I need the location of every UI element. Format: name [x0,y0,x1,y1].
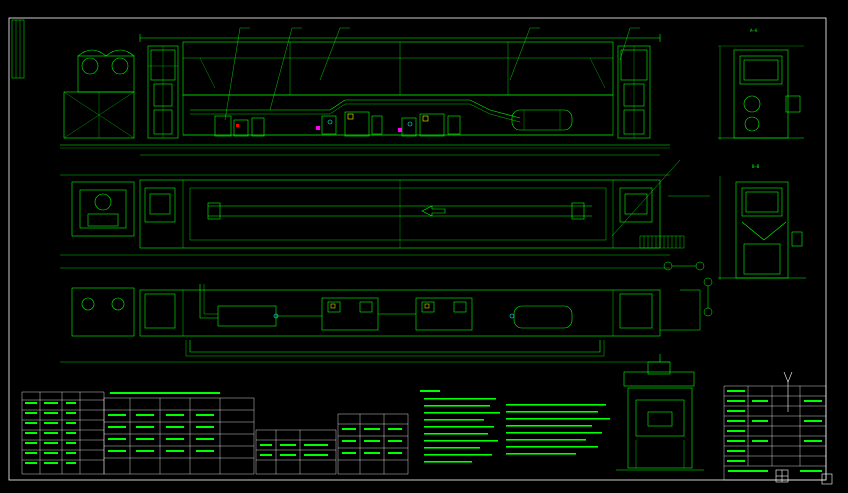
right-tower [617,45,651,139]
table-text-blocks [25,392,402,464]
piping-view [60,267,670,363]
filter-units [63,49,135,139]
stair-hatch [611,159,710,249]
section-a-view [718,45,804,140]
notes-blocks [420,390,610,463]
leader-lines-top [224,27,640,121]
title-block-text [727,390,822,472]
detail-view [616,354,704,471]
section-b-label: B—B [752,164,760,169]
machine-accents [236,113,429,132]
section-b-view [718,176,806,280]
piping-accents [273,303,515,319]
title-block [723,385,827,481]
sheet-border [8,17,827,481]
binding-strip [11,19,25,79]
plan-view [60,174,670,256]
table-spec [103,397,255,475]
process-line [190,99,573,137]
left-tower [147,45,179,139]
table-small [255,413,409,475]
v-arrow-axis-icon [783,371,793,412]
square-icon[interactable] [775,469,833,485]
section-a-label: A—A [750,28,758,33]
grid-bubbles [660,261,713,331]
plan-left-unit [71,181,653,237]
elevation-view [60,34,670,156]
